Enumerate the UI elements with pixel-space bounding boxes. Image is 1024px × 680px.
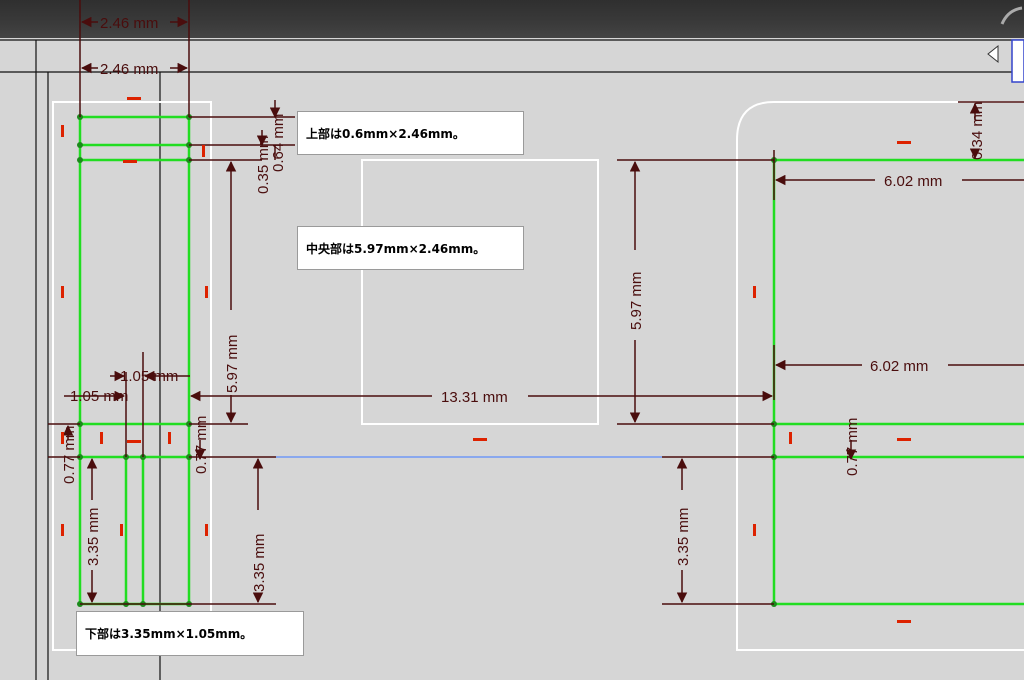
dim-0-34[interactable]: 0.34 mm xyxy=(969,102,986,160)
view-cube-icon[interactable] xyxy=(987,6,1024,83)
outline-shapes xyxy=(52,101,1024,651)
dimension-labels: 2.46 mm 2.46 mm 0.35 mm 0.64 mm 5.97 mm … xyxy=(61,15,986,592)
dim-6-02-a[interactable]: 6.02 mm xyxy=(884,173,942,190)
dimension-lines xyxy=(48,0,1024,605)
sketch-geometry[interactable] xyxy=(78,115,1024,606)
dim-5-97-left[interactable]: 5.97 mm xyxy=(224,335,241,393)
dim-0-35[interactable]: 0.35 mm xyxy=(255,136,272,194)
dim-0-77-a[interactable]: 0.77 mm xyxy=(61,426,78,484)
viewport-frame xyxy=(0,39,1024,680)
toolbar xyxy=(0,0,1024,38)
constraint-markers xyxy=(61,97,911,623)
note-bottom-text: 下部は3.35mm×1.05mm。 xyxy=(85,627,253,641)
dim-6-02-b[interactable]: 6.02 mm xyxy=(870,358,928,375)
note-top: 上部は0.6mm×2.46mm。 xyxy=(297,111,524,155)
dim-2-46-a[interactable]: 2.46 mm xyxy=(100,15,158,32)
dim-0-64[interactable]: 0.64 mm xyxy=(270,114,287,172)
note-top-text: 上部は0.6mm×2.46mm。 xyxy=(306,126,465,141)
dim-0-77-right[interactable]: 0.77 mm xyxy=(844,418,861,476)
dim-3-35-b[interactable]: 3.35 mm xyxy=(251,534,268,592)
dim-1-05-b[interactable]: 1.05 mm xyxy=(120,368,178,385)
note-middle-text: 中央部は5.97mm×2.46mm。 xyxy=(306,241,486,256)
dim-3-35-right[interactable]: 3.35 mm xyxy=(675,508,692,566)
dim-5-97-right[interactable]: 5.97 mm xyxy=(628,272,645,330)
sketch-points[interactable] xyxy=(77,114,777,607)
dim-0-77-b[interactable]: 0.77 mm xyxy=(193,416,210,474)
note-bottom: 下部は3.35mm×1.05mm。 xyxy=(76,611,304,656)
dim-1-05-a[interactable]: 1.05 mm xyxy=(70,388,128,405)
note-middle: 中央部は5.97mm×2.46mm。 xyxy=(297,226,524,270)
dim-3-35-a[interactable]: 3.35 mm xyxy=(85,508,102,566)
dim-13-31[interactable]: 13.31 mm xyxy=(441,389,508,406)
dim-2-46-b[interactable]: 2.46 mm xyxy=(100,61,158,78)
